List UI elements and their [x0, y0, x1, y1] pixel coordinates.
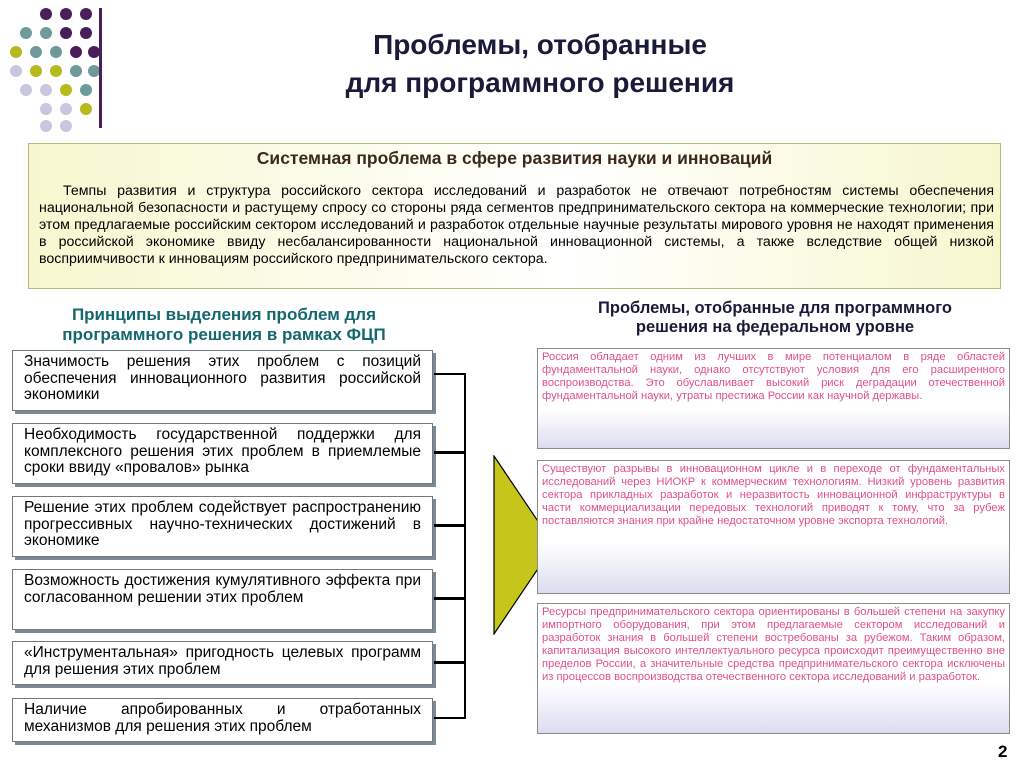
bracket-tick: [434, 524, 464, 527]
title-divider-bar: [99, 8, 102, 128]
principle-item-text: «Инструментальная» пригодность целевых п…: [24, 644, 421, 678]
decorative-dot: [30, 46, 42, 58]
principles-heading: Принципы выделения проблем для программн…: [14, 305, 434, 345]
federal-problem-text: Россия обладает одним из лучших в мире п…: [542, 351, 1005, 402]
bracket-tick: [434, 661, 464, 664]
decorative-dot: [60, 84, 72, 96]
principle-item-text: Значимость решения этих проблем с позици…: [24, 353, 421, 403]
system-problem-text: Темпы развития и структура российского с…: [39, 183, 994, 267]
principle-item-text: Решение этих проблем содействует распрос…: [24, 499, 421, 549]
decorative-dot: [80, 27, 92, 39]
decorative-dot: [30, 65, 42, 77]
decorative-dot: [20, 27, 32, 39]
principle-item: Значимость решения этих проблем с позици…: [12, 350, 433, 411]
bracket-tick: [434, 451, 464, 454]
decorative-dot: [40, 103, 52, 115]
decorative-dot: [80, 84, 92, 96]
federal-problems-heading-line1: Проблемы, отобранные для программного: [598, 299, 952, 317]
federal-problems-heading: Проблемы, отобранные для программного ре…: [540, 299, 1010, 337]
system-problem-box: Системная проблема в сфере развития наук…: [28, 143, 1001, 289]
page-number: 2: [998, 742, 1008, 761]
principle-item-text: Возможность достижения кумулятивного эфф…: [24, 572, 421, 606]
decorative-dot: [10, 46, 22, 58]
decorative-dot: [50, 46, 62, 58]
decorative-dot: [40, 8, 52, 20]
decorative-dot-grid: [10, 8, 100, 132]
principle-item-text: Наличие апробированных и отработанных ме…: [24, 701, 421, 735]
decorative-dot: [80, 103, 92, 115]
bracket-tick: [434, 597, 464, 600]
right-arrow-icon: [493, 455, 555, 635]
decorative-dot: [70, 65, 82, 77]
decorative-dot: [60, 103, 72, 115]
decorative-dot: [50, 65, 62, 77]
federal-problem-text: Существуют разрывы в инновационном цикле…: [542, 463, 1005, 527]
system-problem-heading: Системная проблема в сфере развития наук…: [256, 148, 773, 168]
slide-title-line1: Проблемы, отобранные: [373, 29, 707, 60]
principle-item: Решение этих проблем содействует распрос…: [12, 496, 433, 557]
principle-item-text: Необходимость государственной поддержки …: [24, 426, 421, 476]
decorative-dot: [40, 84, 52, 96]
decorative-dot: [80, 8, 92, 20]
federal-problems-heading-line2: решения на федеральном уровне: [635, 318, 915, 336]
decorative-dot: [40, 120, 52, 132]
federal-problem-text: Ресурсы предпринимательского сектора ори…: [542, 606, 1005, 683]
principles-bracket: [434, 373, 466, 719]
principles-heading-line1: Принципы выделения проблем для: [71, 305, 377, 324]
principle-item: Возможность достижения кумулятивного эфф…: [12, 569, 433, 630]
slide-title: Проблемы, отобранные для программного ре…: [120, 26, 960, 102]
decorative-dot: [70, 46, 82, 58]
decorative-dot: [60, 8, 72, 20]
decorative-dot: [10, 65, 22, 77]
federal-problem-item: Существуют разрывы в инновационном цикле…: [537, 460, 1010, 594]
principle-item: Необходимость государственной поддержки …: [12, 423, 433, 484]
federal-problem-item: Россия обладает одним из лучших в мире п…: [537, 348, 1010, 449]
principles-heading-line2: программного решения в рамках ФЦП: [62, 325, 386, 344]
decorative-dot: [60, 27, 72, 39]
principle-item: Наличие апробированных и отработанных ме…: [12, 698, 433, 742]
decorative-dot: [88, 46, 100, 58]
decorative-dot: [60, 120, 72, 132]
decorative-dot: [88, 65, 100, 77]
federal-problem-item: Ресурсы предпринимательского сектора ори…: [537, 603, 1010, 734]
decorative-dot: [20, 84, 32, 96]
slide-title-line2: для программного решения: [345, 67, 735, 98]
decorative-dot: [40, 27, 52, 39]
principle-item: «Инструментальная» пригодность целевых п…: [12, 641, 433, 685]
